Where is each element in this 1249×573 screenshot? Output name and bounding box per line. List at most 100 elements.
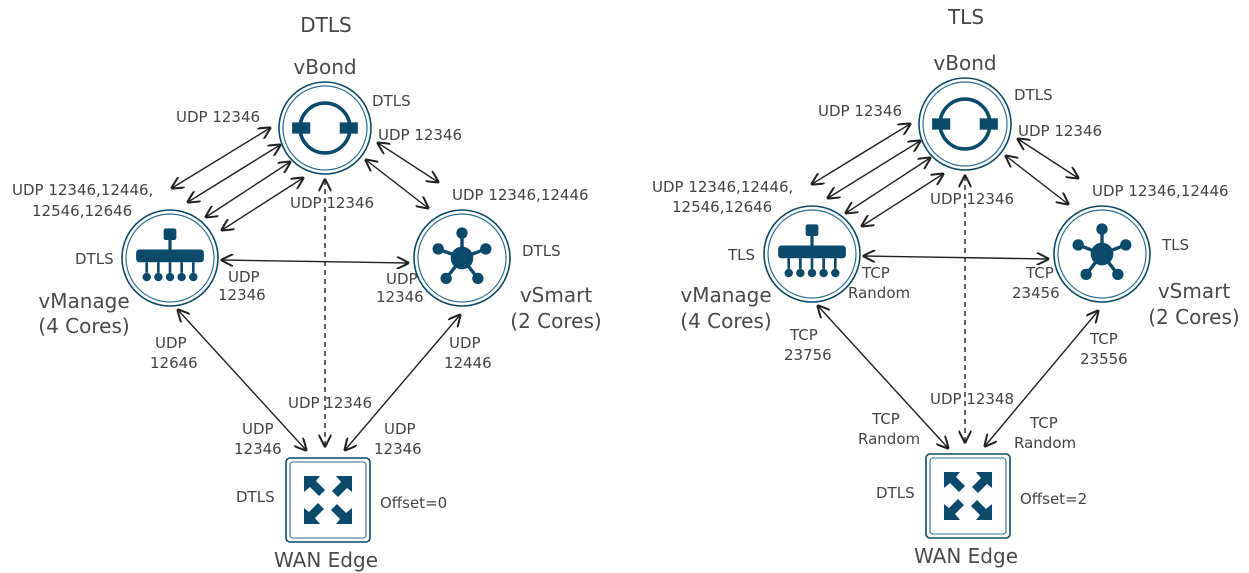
wan-edge-name: WAN Edge [914,544,1018,568]
diagram-title: TLS [947,5,984,29]
vsmart-link-label-b: 23456 [1012,284,1060,302]
vbond-edge-port-label: UDP 12346 [288,394,372,412]
edge-left-label-b: 12346 [234,440,282,458]
vmanage-link-label-a: UDP [228,268,260,286]
vmanage-port-line2: 12546,12646 [672,198,772,216]
vbond-edge-port-label: UDP 12348 [930,390,1014,408]
wan-edge-proto: DTLS [236,488,275,506]
link-vbond-vmanage-4 [862,174,943,226]
vsmart-link-label-b: 12346 [376,288,424,306]
vsmart-port: UDP 12346,12446 [452,186,589,204]
vbond-inner-ring [922,81,1008,167]
link-vmanage-edge [178,310,306,450]
diagram-title: DTLS [300,13,351,37]
vbond-down-port-label: UDP 12346 [290,194,374,212]
edge-left-label-a: UDP [242,420,274,438]
vbond-port: UDP 12346 [1018,122,1102,140]
diagram-dtls: DTLS vBond DTLS UDP 12346 DTLS UDP 12346… [12,13,602,572]
vmanage-link-label-b: 12346 [218,286,266,304]
link-vbond-vsmart-2 [366,160,428,208]
vbond-vmanage-port-label: UDP 12346 [176,108,260,126]
link-vbond-vmanage-3 [206,162,290,217]
vsmart-node: DTLS UDP 12346,12446 vSmart (2 Cores) [413,186,602,333]
vsmart-node: TLS UDP 12346,12446 vSmart (2 Cores) [1053,182,1240,329]
vbond-down-port-label: UDP 12346 [930,190,1014,208]
vsmart-edge-label-a: TCP [1089,330,1118,348]
vbond-name: vBond [293,55,356,79]
vbond-vmanage-port-label: UDP 12346 [818,102,902,120]
wan-edge-box [925,453,1011,539]
wan-edge-offset: Offset=2 [1020,490,1087,508]
vsmart-edge-label-b: 23556 [1080,350,1128,368]
vmanage-node: TLS UDP 12346,12446, 12546,12646 vManage… [652,178,861,333]
wan-edge-router-icon [304,476,352,524]
vbond-node: vBond DTLS UDP 12346 [918,51,1102,171]
wan-edge-name: WAN Edge [274,548,378,572]
wan-edge-node: DTLS Offset=0 WAN Edge [236,457,447,572]
link-vbond-vmanage-1 [812,124,910,184]
vmanage-edge-label-a: UDP [155,334,187,352]
vsmart-inner-ring [417,213,507,303]
diagram-tls: TLS vBond DTLS UDP 12346 TLS UDP 12346,1… [652,5,1240,568]
link-vmanage-vsmart [864,256,1048,259]
link-vbond-vmanage-3 [846,158,930,213]
vmanage-name: vManage [680,283,771,307]
edge-right-label-b: Random [1014,434,1076,452]
wan-edge-node: DTLS Offset=2 WAN Edge [876,453,1087,568]
vsmart-cores: (2 Cores) [510,309,601,333]
vsmart-name: vSmart [520,283,592,307]
wan-edge-proto: DTLS [876,484,915,502]
vmanage-inner-ring [767,209,857,299]
vsmart-link-label-a: UDP [386,270,418,288]
link-vmanage-edge [818,306,948,448]
vmanage-cores: (4 Cores) [680,309,771,333]
link-vsmart-edge [985,311,1098,446]
vbond-proto: DTLS [372,92,411,110]
vmanage-cores: (4 Cores) [38,314,129,338]
vmanage-edge-label-a: TCP [789,326,818,344]
link-vbond-vmanage-1 [172,128,270,188]
wan-edge-inner-box [289,461,367,539]
vbond-node: vBond DTLS UDP 12346 [278,55,462,175]
vmanage-edge-label-b: 23756 [784,346,832,364]
link-vbond-vmanage-2 [188,145,280,202]
edge-left-label-a: TCP [871,410,900,428]
link-vmanage-vsmart [222,260,408,263]
vmanage-node: DTLS UDP 12346,12446, 12546,12646 vManag… [12,181,219,338]
edge-right-label-a: UDP [384,420,416,438]
edge-right-label-a: TCP [1029,414,1058,432]
vmanage-link-label-a: TCP [861,264,890,282]
wan-edge-offset: Offset=0 [380,494,447,512]
vmanage-link-label-b: Random [848,284,910,302]
link-vbond-vmanage-2 [828,141,920,198]
vmanage-inner-ring [125,213,215,303]
link-vsmart-edge [345,315,460,450]
vsmart-cores: (2 Cores) [1148,305,1239,329]
vsmart-proto: DTLS [522,242,561,260]
link-vbond-vsmart-2 [1006,156,1068,204]
vsmart-edge-label-b: 12446 [444,354,492,372]
vsmart-name: vSmart [1158,279,1230,303]
wan-edge-inner-box [929,457,1007,535]
vbond-ring [278,81,372,175]
vbond-proto: DTLS [1014,86,1053,104]
vmanage-proto: DTLS [75,250,114,268]
vbond-inner-ring [282,85,368,171]
vbond-port: UDP 12346 [378,126,462,144]
vmanage-proto: TLS [727,246,755,264]
edge-left-label-b: Random [858,430,920,448]
edge-right-label-b: 12346 [374,440,422,458]
vsmart-inner-ring [1057,209,1147,299]
vmanage-name: vManage [38,289,129,313]
vsmart-port: UDP 12346,12446 [1092,182,1229,200]
vsmart-edge-label-a: UDP [449,334,481,352]
vmanage-port-line2: 12546,12646 [32,202,132,220]
vbond-name: vBond [933,51,996,75]
vmanage-edge-label-b: 12646 [150,354,198,372]
vsmart-link-label-a: TCP [1025,264,1054,282]
vsmart-proto: TLS [1161,236,1189,254]
wan-edge-router-icon [944,472,992,520]
wan-edge-box [285,457,371,543]
vmanage-port-line1: UDP 12346,12446, [12,181,153,199]
